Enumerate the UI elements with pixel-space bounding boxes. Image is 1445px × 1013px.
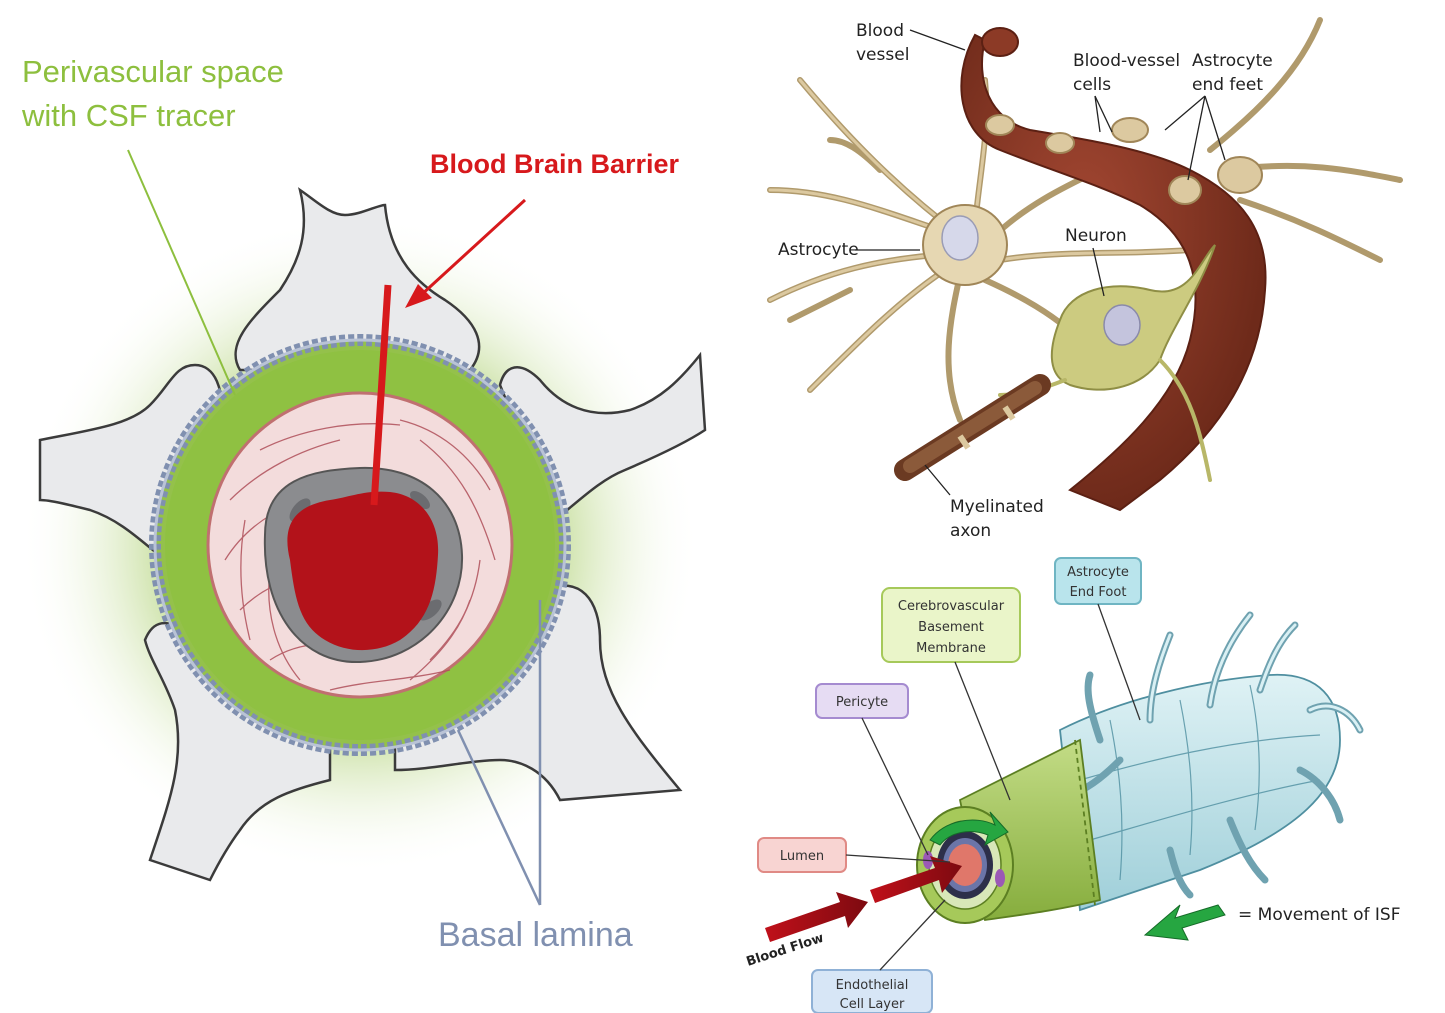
isf-legend-arrow-icon (1145, 905, 1225, 940)
vessel-tube-diagram: Astrocyte End Foot Cerebrovascular Basem… (745, 558, 1401, 1013)
basement-membrane-label-1: Cerebrovascular (898, 599, 1005, 614)
blood-vessel-cells-label-1: Blood-vessel (1073, 51, 1180, 71)
bbb-cross-section: Perivascular space with CSF tracer Blood… (20, 54, 705, 954)
astrocyte-end-foot-box: Astrocyte End Foot (1055, 558, 1141, 604)
astrocyte-label: Astrocyte (778, 240, 859, 260)
astrocyte-sheath (1060, 675, 1340, 910)
neuron-label: Neuron (1065, 226, 1127, 246)
isf-legend-label: = Movement of ISF (1238, 905, 1400, 925)
blood-vessel (961, 35, 1265, 510)
astrocyte-end-foot-label-2: End Foot (1070, 585, 1127, 600)
astrocyte-end-feet-label-2: end feet (1192, 75, 1263, 95)
basement-membrane-box: Cerebrovascular Basement Membrane (882, 588, 1020, 662)
astrocyte-diagram: Blood vessel Blood-vessel cells Astrocyt… (770, 20, 1400, 541)
myelinated-axon-label-1: Myelinated (950, 497, 1044, 517)
endothelial-box: Endothelial Cell Layer (812, 970, 932, 1013)
astrocyte-end-foot-label-1: Astrocyte (1067, 565, 1129, 580)
neuron-nucleus (1104, 305, 1140, 345)
myelinated-axon (905, 385, 1040, 470)
astrocyte-end-feet-label-1: Astrocyte (1192, 51, 1273, 71)
astrocyte-end-foot (986, 115, 1014, 135)
endothelial-label-2: Cell Layer (840, 997, 905, 1012)
basal-lamina-label: Basal lamina (438, 916, 633, 954)
perivascular-label-line2: with CSF tracer (21, 98, 236, 133)
endothelial-label-1: Endothelial (836, 978, 909, 993)
myelinated-axon-label-2: axon (950, 521, 991, 541)
blood-vessel-label-1: Blood (856, 21, 904, 41)
blood-vessel-cells-label-2: cells (1073, 75, 1111, 95)
astrocyte-nucleus (942, 216, 978, 260)
basement-membrane-label-2: Basement (918, 620, 984, 635)
blood-vessel-label-2: vessel (856, 45, 909, 65)
bbb-label: Blood Brain Barrier (430, 149, 680, 179)
perivascular-label-line1: Perivascular space (22, 54, 284, 89)
lumen (287, 492, 438, 651)
basement-membrane-label-3: Membrane (916, 641, 986, 656)
pericyte-box: Pericyte (816, 684, 908, 718)
lumen-label: Lumen (780, 849, 824, 864)
pericyte-label: Pericyte (836, 695, 888, 710)
lumen-box: Lumen (758, 838, 846, 872)
